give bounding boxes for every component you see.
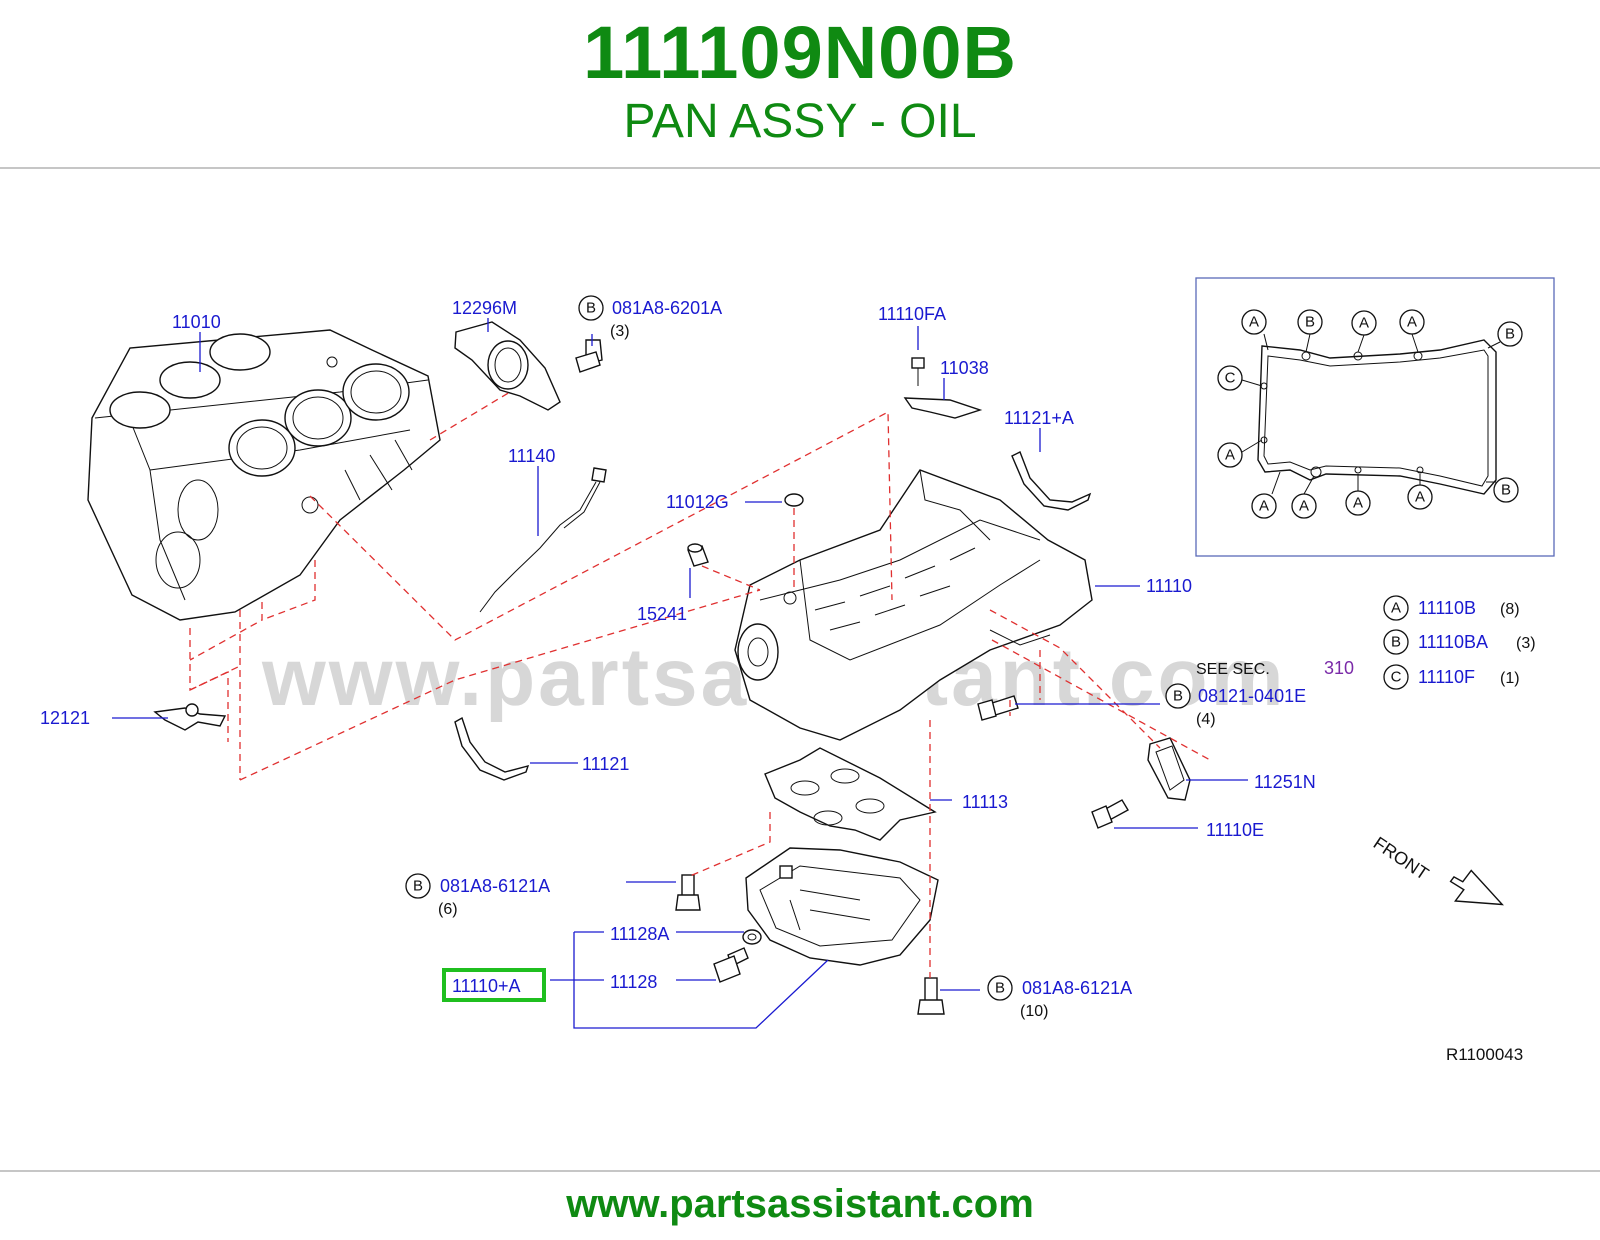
dowel-15241-drawing <box>687 543 709 567</box>
cylinder-block-drawing <box>87 329 441 621</box>
bolt-pattern-inset: A B A A B C A A A A A B <box>1195 277 1555 557</box>
baffle-11121-drawing <box>454 716 530 781</box>
cover-11251N-drawing <box>1147 737 1191 801</box>
legend-qty: (8) <box>1500 601 1520 618</box>
label-12296M: 12296M <box>452 298 517 318</box>
bolt-081A8-6121A-a-drawing <box>675 874 701 911</box>
label-081A8-6201A: 081A8-6201A <box>612 298 722 318</box>
label-11121-plus-a: 11121+A <box>1004 408 1074 428</box>
inset-marker-letter: A <box>1249 314 1259 331</box>
label-11113: 11113 <box>962 792 1008 812</box>
label-081A8-6121A: 081A8-6121A <box>1022 978 1132 998</box>
legend-code-circle <box>1383 629 1409 655</box>
inset-marker-letter: B <box>1305 314 1315 331</box>
footer-divider <box>0 1170 1600 1172</box>
label-11121: 11121 <box>582 754 629 774</box>
callout-b-letter: B <box>995 980 1005 997</box>
inset-marker-circle <box>1497 321 1523 347</box>
part-number-title: 111109N00B <box>583 11 1017 94</box>
dashed-construction-lines <box>189 391 1211 978</box>
label-11128A: 11128A <box>610 924 669 944</box>
label-12121: 12121 <box>40 708 90 728</box>
plate-11113-drawing <box>764 747 937 841</box>
label-11010: 11010 <box>172 312 221 332</box>
label-15241: 15241 <box>637 604 687 624</box>
legend-part: 11110B <box>1418 598 1476 618</box>
leader-lines <box>112 318 1248 1029</box>
bolt-081A8-6121A-b-drawing <box>917 977 945 1015</box>
inset-marker-letter: A <box>1415 489 1425 506</box>
part-name-subtitle: PAN ASSY - OIL <box>623 95 977 148</box>
legend-code: C <box>1391 669 1402 686</box>
page-header: 111109N00B PAN ASSY - OIL <box>0 0 1600 168</box>
qty-081A8-6121A: (6) <box>438 901 458 918</box>
inset-marker-letter: A <box>1299 498 1309 515</box>
callout-b-circle <box>1165 683 1191 709</box>
label-11140: 11140 <box>508 446 555 466</box>
inset-marker-circle <box>1251 493 1277 519</box>
front-direction-label: FRONT <box>1370 833 1433 884</box>
legend-qty: (3) <box>1516 635 1536 652</box>
label-081A8-6121A: 081A8-6121A <box>440 876 550 896</box>
fastener-legend: A 11110B (8) B 11110BA (3) C 11110F (1) <box>1383 595 1536 690</box>
front-arrow-icon <box>1449 869 1504 906</box>
legend-code: B <box>1391 634 1401 651</box>
inset-marker-letter: A <box>1259 498 1269 515</box>
label-11110: 11110 <box>1146 576 1192 596</box>
label-08121-0401E: 08121-0401E <box>1198 686 1306 706</box>
callout-b-circle <box>405 873 431 899</box>
label-11251N: 11251N <box>1254 772 1316 792</box>
plug-11012G-drawing <box>784 493 804 507</box>
inset-marker-letter: B <box>1501 482 1511 499</box>
inset-marker-letter: A <box>1359 315 1369 332</box>
label-11128: 11128 <box>610 972 657 992</box>
inset-marker-circle <box>1493 477 1519 503</box>
inset-marker-circle <box>1241 309 1267 335</box>
inset-marker-letter: A <box>1225 447 1235 464</box>
legend-part: 11110BA <box>1418 632 1488 652</box>
bolt-081A8-6201A-drawing <box>575 339 603 373</box>
diagram-code: R1100043 <box>1446 1045 1523 1064</box>
callout-b-letter: B <box>586 300 596 317</box>
inset-marker-letter: C <box>1225 370 1236 387</box>
label-11012G: 11012G <box>666 492 729 512</box>
callout-b-letter: B <box>1173 688 1183 705</box>
highlighted-part-box <box>442 968 546 1002</box>
label-11038: 11038 <box>940 358 989 378</box>
inset-marker-letter: A <box>1407 314 1417 331</box>
bolt-11110E-drawing <box>1091 799 1129 829</box>
legend-qty: (1) <box>1500 670 1520 687</box>
baffle-11121A-drawing <box>1011 451 1092 511</box>
inset-marker-letter: A <box>1353 495 1363 512</box>
bracket-12121-drawing <box>153 703 227 731</box>
lower-oil-pan-drawing <box>745 847 939 966</box>
qty-081A8-6121A: (10) <box>1020 1003 1048 1020</box>
inset-marker-circle <box>1217 365 1243 391</box>
label-11110-plus-a[interactable]: 11110+A <box>452 976 521 996</box>
legend-code: A <box>1391 600 1401 617</box>
see-sec-number[interactable]: 310 <box>1324 658 1354 678</box>
header-divider <box>0 167 1600 169</box>
upper-oil-pan-drawing <box>734 469 1093 741</box>
legend-code-circle <box>1383 664 1409 690</box>
label-11110FA: 11110FA <box>878 304 946 324</box>
qty-08121-0401E: (4) <box>1196 711 1216 728</box>
label-11110E: 11110E <box>1206 820 1264 840</box>
qty-081A8-6201A: (3) <box>610 323 630 340</box>
callout-b-circle <box>578 295 604 321</box>
seal-retainer-drawing <box>454 321 561 411</box>
inset-marker-letter: B <box>1505 326 1515 343</box>
callout-b-letter: B <box>413 878 423 895</box>
footer-url-link[interactable]: www.partsassistant.com <box>566 1182 1034 1226</box>
inset-marker-circle <box>1217 442 1243 468</box>
see-sec-text: SEE SEC. <box>1196 661 1270 678</box>
washer-11128A-drawing <box>742 929 762 945</box>
legend-part: 11110F <box>1418 667 1475 687</box>
legend-code-circle <box>1383 595 1409 621</box>
dipstick-drawing <box>479 467 607 613</box>
bracket-11038-drawing <box>903 357 983 419</box>
callout-b-circle <box>987 975 1013 1001</box>
drain-plug-11128-drawing <box>713 947 749 983</box>
